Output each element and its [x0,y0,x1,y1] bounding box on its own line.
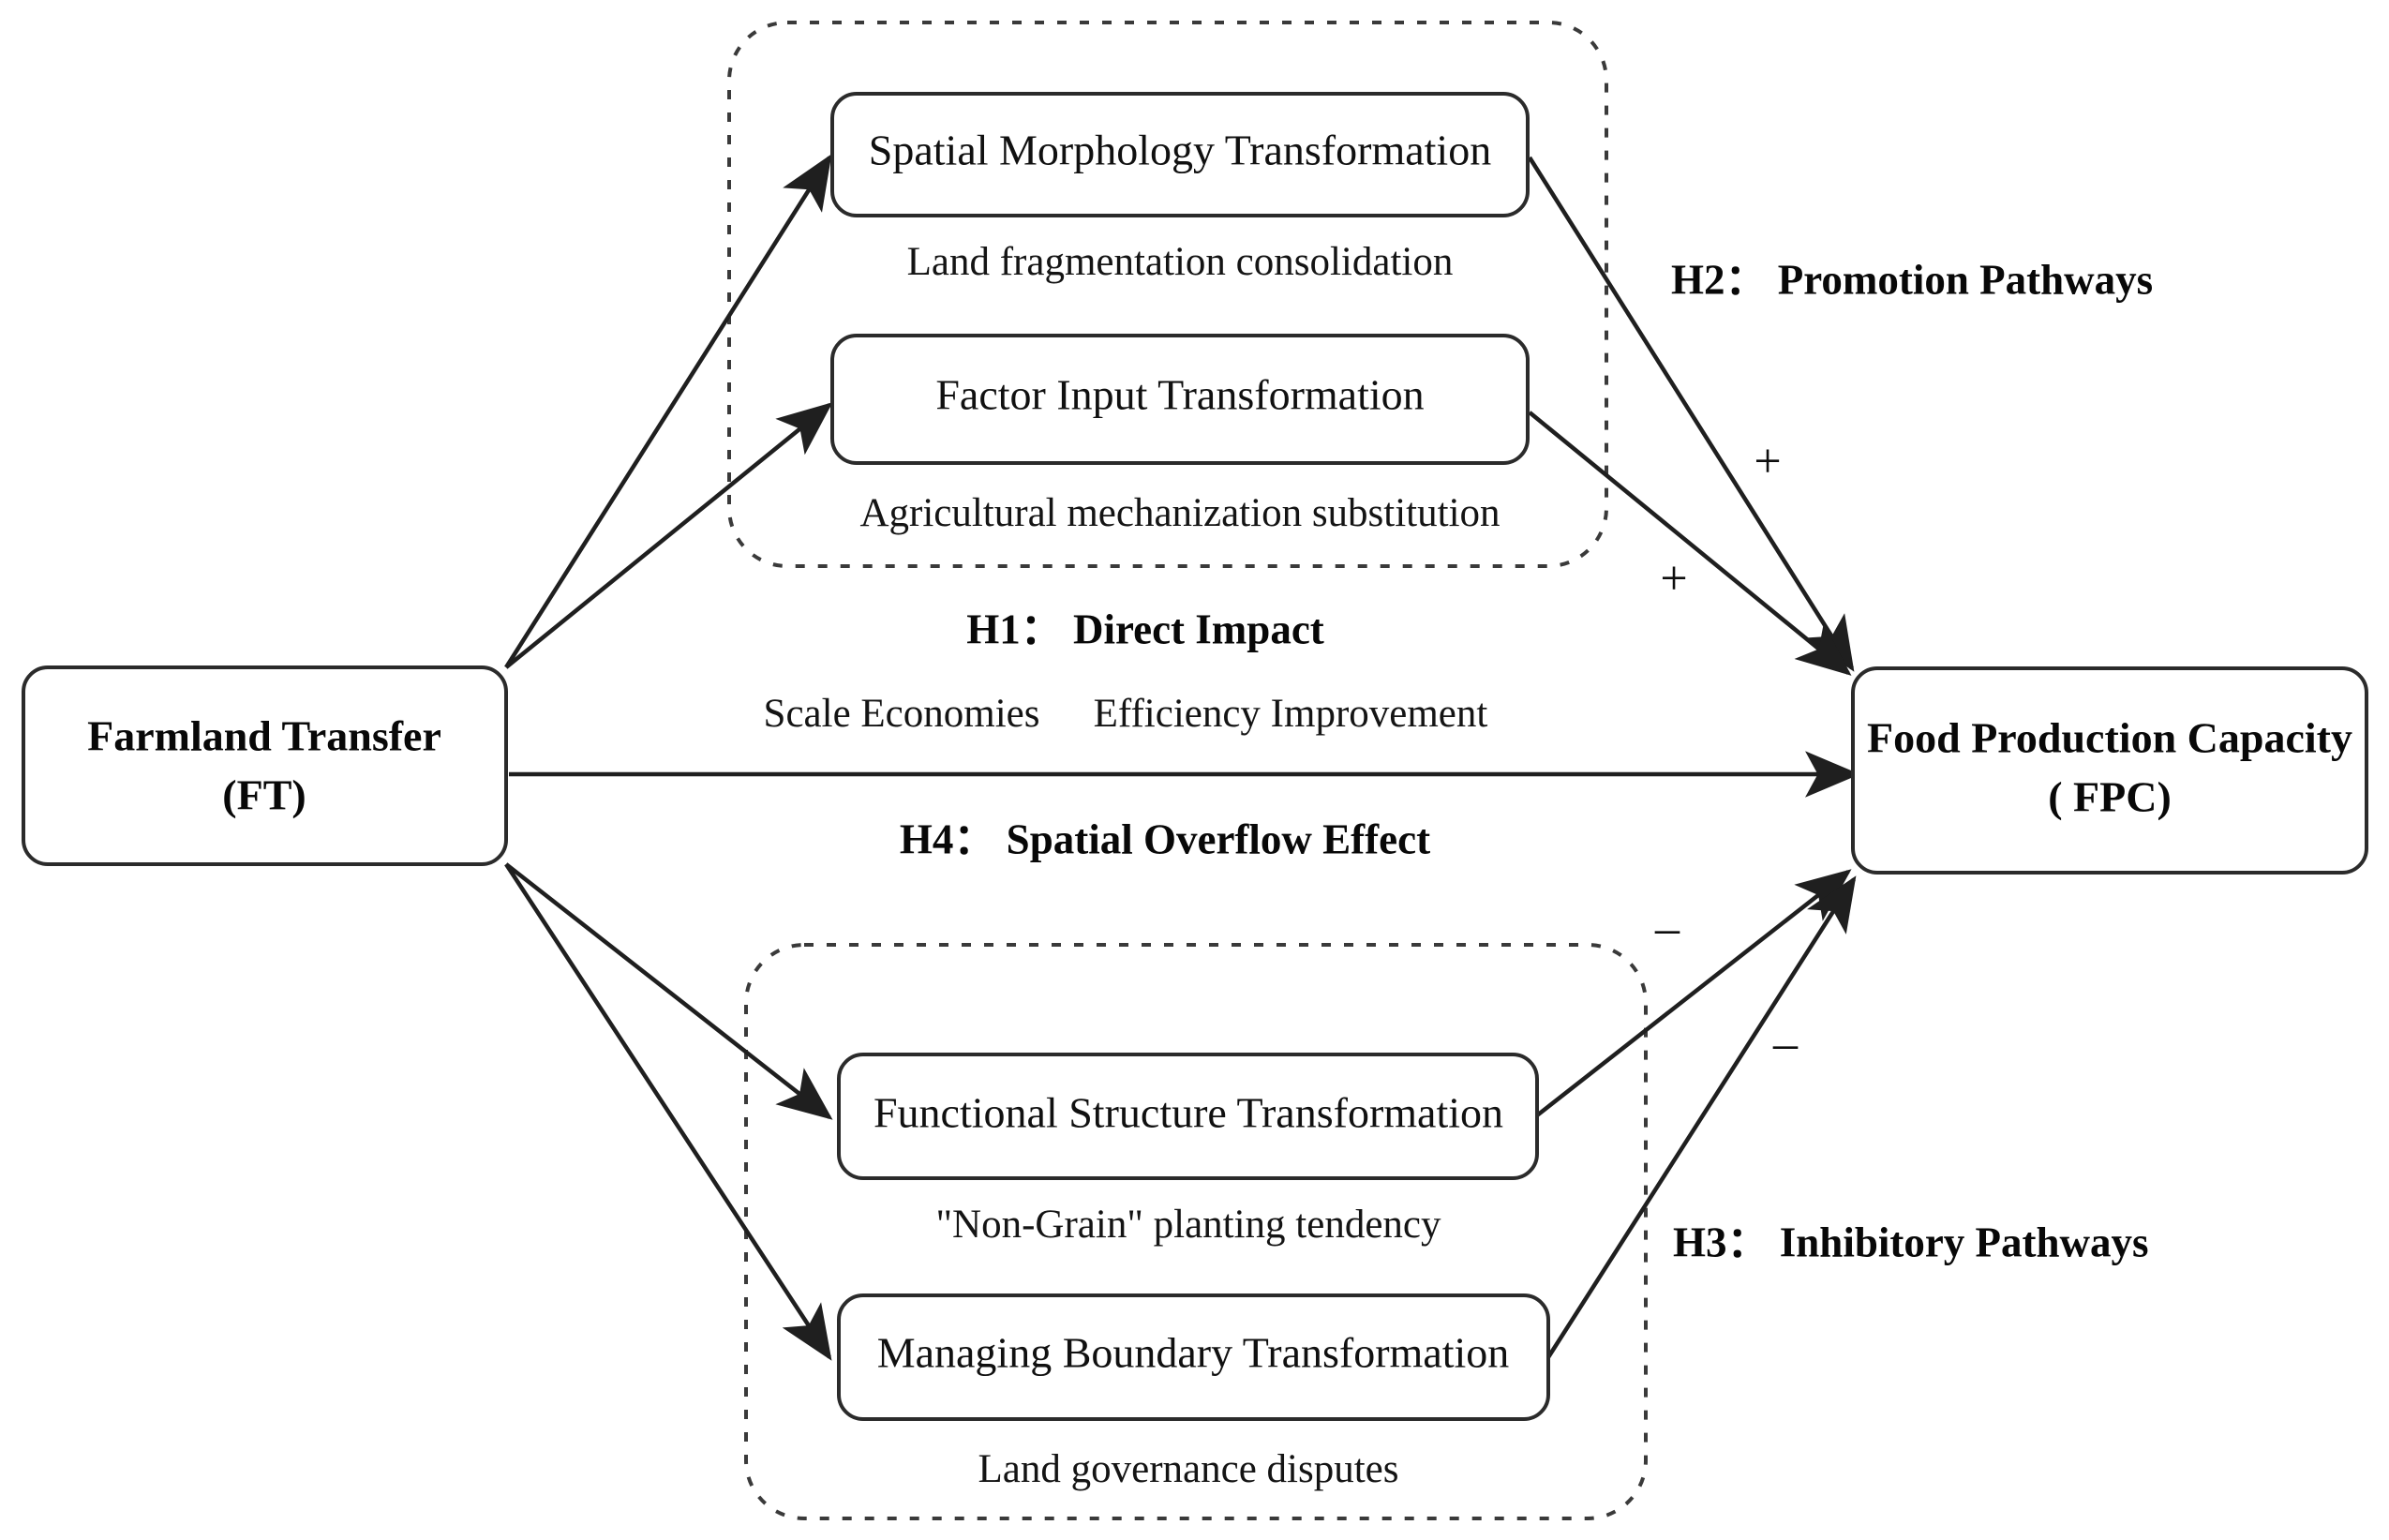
node-functional-structure-transformation[interactable] [837,1053,1539,1180]
node-farmland-transfer-line1: Farmland Transfer [87,712,441,760]
node-spatial-morphology-transformation-label: Spatial Morphology Transformation [869,127,1491,174]
hypothesis-h3-label: H3： Inhibitory Pathways [1673,1219,2149,1265]
sign-positive-lower: + [1660,552,1687,606]
sign-negative-lower: – [1772,1017,1799,1070]
connector-functional-structure-to-fpc [1535,869,1852,1117]
promotion-pathway-group-outline [727,21,1608,568]
connector-ft-to-factor-input [504,402,833,669]
caption-land-fragmentation-consolidation: Land fragmentation consolidation [907,240,1454,284]
hypothesis-h1-label: H1： Direct Impact [966,606,1324,652]
node-functional-structure-transformation-label: Functional Structure Transformation [873,1089,1503,1137]
hypothesis-h4-label: H4： Spatial Overflow Effect [900,815,1430,862]
caption-non-grain-planting-tendency: "Non-Grain" planting tendency [935,1203,1441,1247]
connector-ft-to-managing-boundary [504,862,832,1361]
node-managing-boundary-transformation-label: Managing Boundary Transformation [877,1329,1510,1377]
node-food-production-capacity-line2: ( FPC) [2048,773,2172,821]
node-food-production-capacity[interactable] [1851,666,2368,875]
connector-factor-input-to-fpc [1528,411,1852,676]
sign-positive-upper: + [1754,435,1781,488]
sign-negative-upper: – [1654,902,1680,955]
node-factor-input-transformation[interactable] [830,334,1530,465]
node-farmland-transfer[interactable] [22,665,508,866]
hypothesis-h1-subtext-efficiency-improvement: Efficiency Improvement [1094,692,1488,736]
node-managing-boundary-transformation[interactable] [837,1293,1550,1421]
connector-managing-boundary-to-fpc [1546,875,1857,1359]
caption-land-governance-disputes: Land governance disputes [978,1447,1399,1491]
node-factor-input-transformation-label: Factor Input Transformation [935,371,1424,419]
connector-ft-to-spatial-morphology [504,154,832,669]
node-spatial-morphology-transformation[interactable] [830,92,1530,217]
connector-ft-to-functional-structure [504,862,833,1120]
connector-spatial-morphology-to-fpc [1528,156,1855,672]
caption-agricultural-mechanization-substitution: Agricultural mechanization substitution [859,491,1500,535]
node-food-production-capacity-line1: Food Production Capacity [1867,714,2352,762]
hypothesis-h1-subtext-scale-economies: Scale Economies [764,692,1040,736]
hypothesis-h2-label: H2： Promotion Pathways [1671,256,2153,303]
node-farmland-transfer-line2: (FT) [222,771,306,819]
